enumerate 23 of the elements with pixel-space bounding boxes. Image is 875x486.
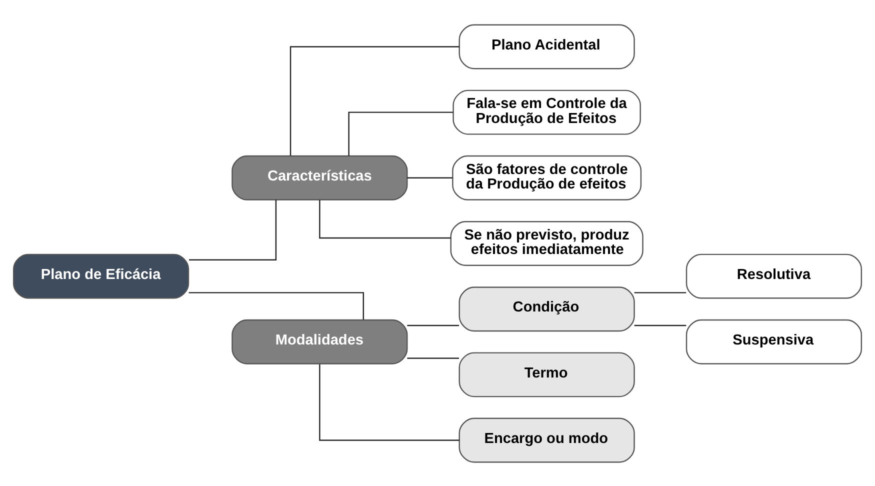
connector: [407, 357, 459, 358]
node-box: Plano de Eficácia: [12, 253, 190, 298]
connector: [189, 199, 277, 260]
connector: [348, 111, 454, 156]
connector: [407, 176, 453, 178]
node-box: Modalidades: [232, 318, 408, 364]
connector: [634, 324, 686, 326]
node-box: Características: [232, 154, 408, 200]
connector: [188, 292, 364, 320]
node-box: Se não previsto, produz efeitos imediatamente: [450, 220, 644, 266]
node-box: Plano Acidental: [458, 24, 635, 69]
node-box: Termo: [458, 352, 635, 397]
connector: [407, 324, 459, 326]
node-box: São fatores de controle da Produção de efeitos: [452, 154, 642, 200]
connector: [319, 199, 451, 238]
node-box: Condição: [458, 286, 635, 332]
node-box: Encargo ou modo: [458, 417, 635, 462]
connector: [319, 364, 460, 440]
connector: [634, 292, 686, 293]
node-box: Suspensiva: [686, 318, 862, 364]
connector: [290, 46, 460, 156]
node-box: Fala-se em Controle da Produção de Efeitos: [452, 89, 641, 134]
node-box: Resolutiva: [686, 253, 862, 298]
